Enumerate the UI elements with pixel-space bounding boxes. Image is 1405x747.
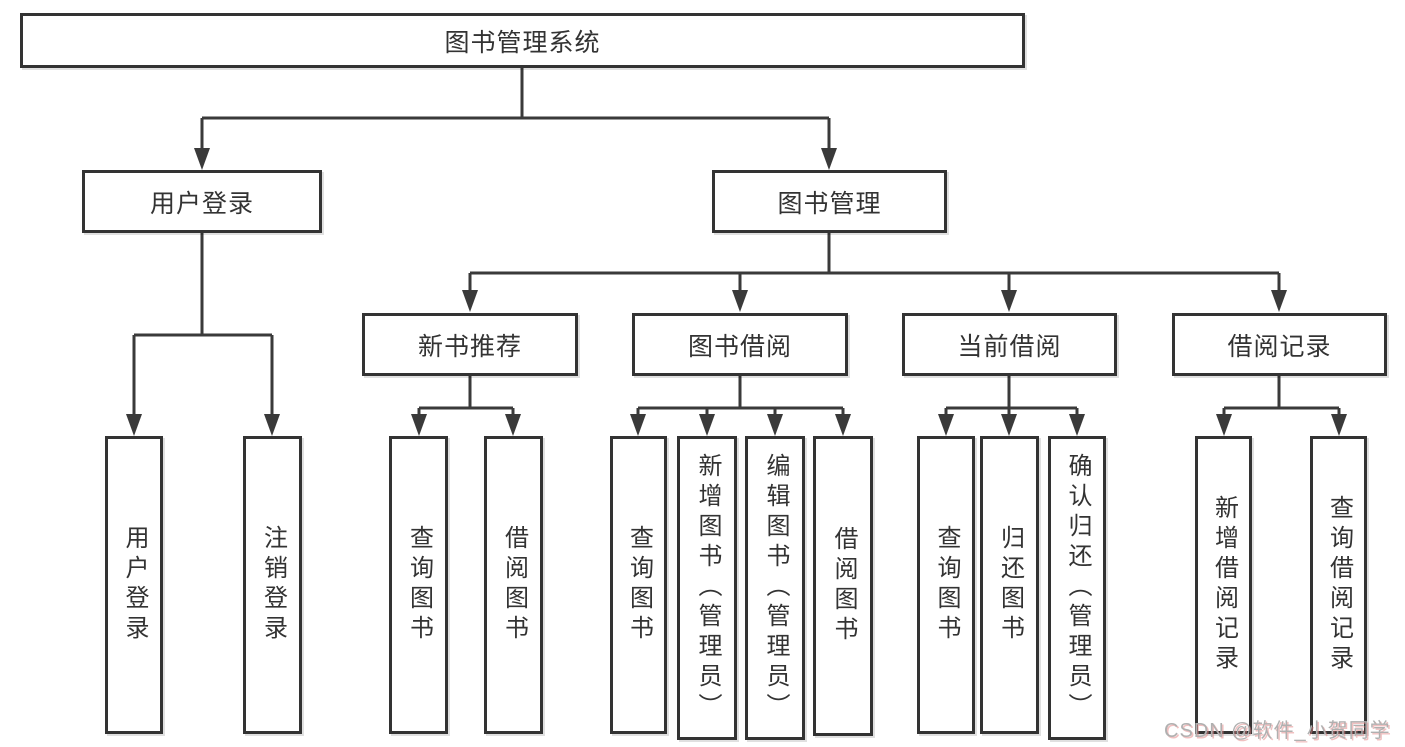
node-borrowing-records: 借阅记录 (1172, 313, 1387, 376)
node-label: 注销登录 (259, 525, 287, 645)
node-label: 图书管理系统 (444, 28, 601, 57)
node-edit-book-admin: 编辑图书（管理员） (745, 436, 805, 740)
node-borrow-books-borrowing: 借阅图书 (813, 436, 873, 736)
node-label: 新增图书（管理员） (694, 453, 721, 723)
node-label: 借阅图书 (500, 525, 528, 645)
node-label: 图书借阅 (687, 332, 792, 361)
node-label: 查询借阅记录 (1325, 495, 1353, 675)
node-user-login-module: 用户登录 (82, 170, 322, 233)
node-new-book-recommendation: 新书推荐 (362, 313, 578, 376)
node-book-management-module: 图书管理 (712, 170, 947, 233)
node-book-borrowing: 图书借阅 (632, 313, 848, 376)
node-label: 确认归还（管理员） (1064, 453, 1091, 723)
node-label: 借阅图书 (830, 526, 857, 646)
node-label: 当前借阅 (957, 332, 1062, 361)
node-label: 借阅记录 (1227, 332, 1332, 361)
node-borrow-books-recommend: 借阅图书 (484, 436, 543, 734)
node-query-books-recommend: 查询图书 (389, 436, 448, 734)
node-current-borrowing: 当前借阅 (902, 313, 1117, 376)
node-label: 归还图书 (996, 525, 1024, 645)
node-library-management-system: 图书管理系统 (20, 13, 1025, 68)
node-label: 新增借阅记录 (1210, 495, 1238, 675)
node-label: 用户登录 (121, 525, 148, 645)
node-add-borrow-record: 新增借阅记录 (1195, 436, 1252, 734)
node-user-login-leaf: 用户登录 (105, 436, 163, 734)
node-label: 查询图书 (933, 525, 960, 645)
node-label: 查询图书 (625, 525, 653, 645)
node-label: 编辑图书（管理员） (762, 453, 789, 723)
node-label: 用户登录 (149, 189, 254, 218)
node-return-books: 归还图书 (980, 436, 1039, 734)
node-confirm-return-admin: 确认归还（管理员） (1048, 436, 1106, 740)
node-query-books-borrowing: 查询图书 (610, 436, 667, 734)
node-logout-login-leaf: 注销登录 (243, 436, 302, 734)
node-query-borrow-record: 查询借阅记录 (1310, 436, 1367, 734)
node-query-books-current: 查询图书 (917, 436, 975, 734)
node-add-book-admin: 新增图书（管理员） (677, 436, 737, 740)
node-label: 图书管理 (777, 189, 882, 218)
csdn-watermark: CSDN @软件_小贺同学 (1164, 720, 1391, 742)
node-label: 新书推荐 (417, 332, 522, 361)
node-label: 查询图书 (405, 525, 433, 645)
